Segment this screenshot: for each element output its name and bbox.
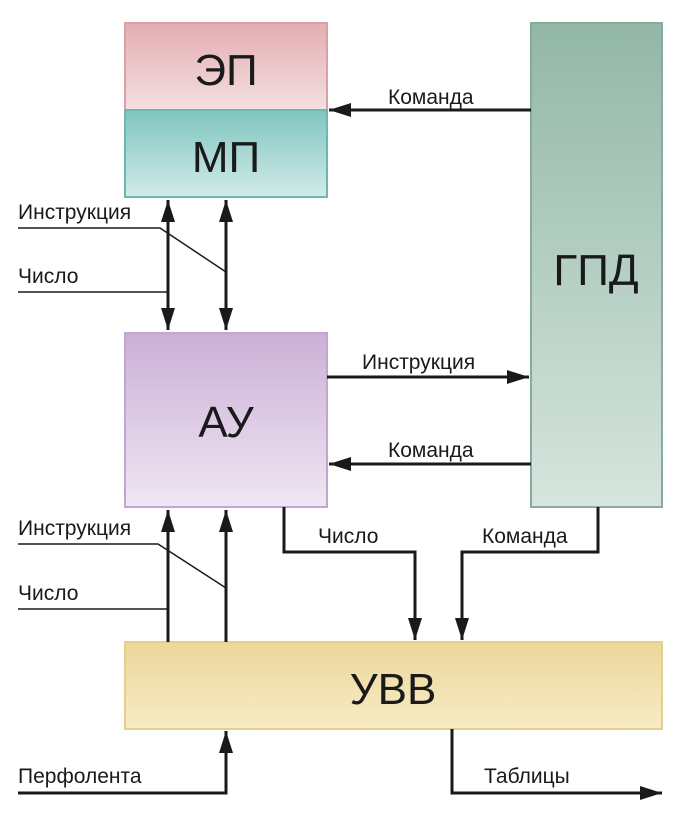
- block-gpd: ГПД: [530, 22, 663, 508]
- arrow-tape-in: Перфолента: [18, 731, 233, 795]
- arrow-gpd-to-mp: Команда: [329, 86, 531, 117]
- label-cmd-gpd-to-uvv: Команда: [482, 525, 568, 548]
- arrow-au-to-uvv: Число: [282, 507, 422, 640]
- block-ep-label: ЭП: [194, 46, 257, 95]
- label-tables-out: Таблицы: [484, 765, 570, 788]
- block-mp-label: МП: [192, 133, 260, 182]
- arrows-mp-au: Инструкция Число: [18, 200, 233, 330]
- arrow-gpd-to-uvv: Команда: [455, 507, 600, 640]
- block-au-label: АУ: [198, 398, 254, 447]
- block-uvv-label: УВВ: [350, 665, 437, 714]
- label-cmd-gpd-to-au: Команда: [388, 439, 474, 462]
- label-instr-top: Инструкция: [18, 201, 131, 224]
- block-gpd-label: ГПД: [553, 246, 638, 295]
- arrow-tables-out: Таблицы: [450, 729, 662, 800]
- block-au: АУ: [124, 332, 328, 508]
- label-number-au-to-uvv: Число: [318, 525, 378, 548]
- arrows-uvv-au: Инструкция Число: [18, 510, 233, 642]
- label-instr-au-to-gpd: Инструкция: [362, 351, 475, 374]
- label-instr-bottom: Инструкция: [18, 517, 131, 540]
- arrow-gpd-to-au: Команда: [329, 439, 531, 471]
- block-mp: МП: [124, 109, 328, 198]
- label-tape-in: Перфолента: [18, 765, 142, 788]
- block-uvv: УВВ: [124, 641, 663, 730]
- label-cmd-gpd-to-mp: Команда: [388, 86, 474, 109]
- block-ep: ЭП: [124, 22, 328, 111]
- label-number-top: Число: [18, 265, 78, 288]
- arrow-au-to-gpd: Инструкция: [327, 351, 529, 384]
- label-number-bottom: Число: [18, 582, 78, 605]
